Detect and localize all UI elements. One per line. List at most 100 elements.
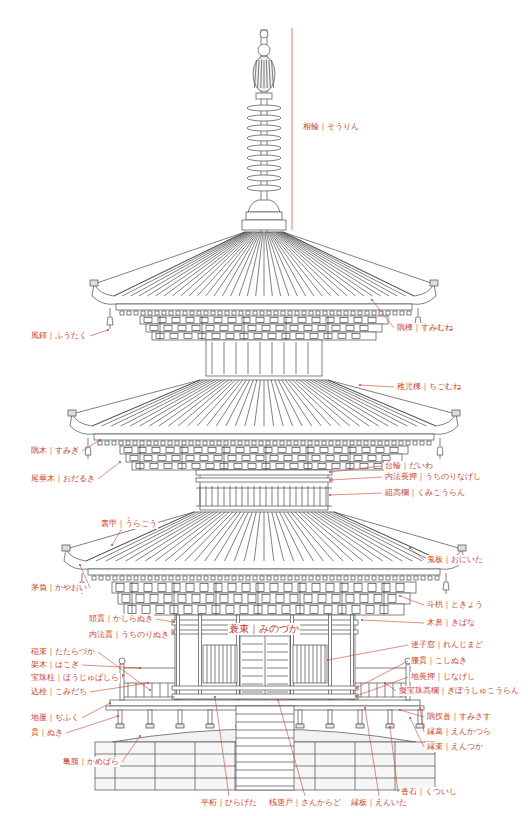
rafter-end: [183, 576, 187, 580]
rafter-end: [204, 311, 208, 315]
ridge-end: [452, 410, 460, 416]
rafter-end: [372, 576, 376, 580]
railing-baluster: [290, 486, 291, 506]
tail-rafter: [216, 582, 217, 615]
leader-line: [98, 462, 120, 479]
rafter-end: [364, 441, 368, 445]
railing-rail: [196, 488, 332, 489]
rafter-end: [365, 576, 369, 580]
bracket-block: [242, 584, 250, 592]
bracket-block: [150, 326, 158, 331]
railing-baluster: [224, 486, 225, 506]
rafter-end: [393, 311, 397, 315]
window-slat: [207, 645, 208, 683]
roof-tile-line: [155, 512, 221, 561]
rafter-end: [260, 576, 264, 580]
window-slat: [211, 645, 212, 683]
railing-bottom: [122, 697, 175, 698]
bracket-block: [200, 318, 208, 323]
rafter-end: [203, 441, 207, 445]
roof-tile-line: [277, 232, 364, 296]
stone-course: [95, 778, 435, 779]
rafter-end: [385, 441, 389, 445]
stair-step: [236, 730, 294, 731]
eave-board: [116, 304, 412, 310]
rafter-end: [315, 441, 319, 445]
tail-rafter: [308, 446, 309, 470]
rafter-end: [190, 576, 194, 580]
rafter-end: [400, 576, 404, 580]
leader-dot: [361, 619, 363, 621]
railing-baluster: [320, 486, 321, 506]
leader-dot: [419, 707, 421, 709]
leader-dot: [384, 682, 386, 684]
stair-step: [236, 770, 294, 771]
bracket-block: [390, 448, 398, 453]
leader-dot: [399, 709, 401, 711]
roof-tile-line: [164, 232, 251, 296]
footing-stone: [176, 724, 184, 728]
bell-cord: [110, 325, 111, 329]
bracket-block: [228, 584, 236, 592]
roof-tile-line: [175, 512, 229, 561]
rafter-end: [196, 441, 200, 445]
bell-cord: [82, 573, 83, 581]
rafter-end: [183, 311, 187, 315]
roof-tile-line: [268, 512, 274, 561]
rafter-end: [141, 311, 145, 315]
part-label: 桟唐戸｜さんからど: [268, 798, 342, 808]
rafter-end: [246, 311, 250, 315]
rafter-end: [316, 576, 320, 580]
door-panel: [267, 676, 288, 677]
bracket-block: [292, 448, 300, 453]
bracket-block: [142, 606, 150, 614]
rafter-end: [162, 576, 166, 580]
roof-tile-line: [254, 380, 260, 426]
roof-tile-line: [310, 380, 388, 426]
railing-baluster: [314, 486, 315, 506]
rafter-end: [127, 576, 131, 580]
rafter-end: [211, 311, 215, 315]
rafter-end: [288, 311, 292, 315]
lower-roof: [64, 512, 464, 569]
bracket-block: [362, 448, 370, 453]
veranda-post: [328, 710, 332, 724]
rafter-end: [210, 441, 214, 445]
bracket-block: [340, 318, 348, 323]
roof-tile-line: [280, 232, 389, 296]
tail-rafter: [182, 446, 183, 470]
bracket-block: [374, 595, 382, 603]
tail-rafter: [140, 446, 141, 470]
rafter-end: [92, 576, 96, 580]
roof-tile-line: [287, 512, 323, 561]
railing-baluster: [284, 486, 285, 506]
bracket-block: [382, 456, 390, 461]
bracket-block: [368, 456, 376, 461]
rafter-end: [309, 576, 313, 580]
railing-mid: [122, 683, 175, 684]
spire-band: [256, 93, 272, 99]
veranda-post: [148, 710, 152, 724]
tail-rafter: [258, 582, 259, 615]
bracket-block: [248, 464, 256, 469]
rafter-end: [336, 441, 340, 445]
footing-stone: [326, 724, 334, 728]
rafter-end: [218, 576, 222, 580]
bracket-block: [256, 584, 264, 592]
railing-baluster: [278, 486, 279, 506]
bracket-block: [130, 584, 138, 592]
rafter-end: [112, 441, 116, 445]
bracket-block: [152, 448, 160, 453]
veranda-post: [388, 710, 392, 724]
wind-bell: [85, 447, 91, 455]
stone-joint: [195, 742, 196, 790]
spire-base: [242, 220, 286, 230]
bracket-block: [194, 448, 202, 453]
part-label: 沓石｜くついし: [400, 787, 458, 797]
bracket-block: [278, 448, 286, 453]
rafter-end: [259, 441, 263, 445]
door-panel: [242, 676, 263, 677]
rafter-end: [322, 441, 326, 445]
bracket-block: [172, 584, 180, 592]
stone-joint: [235, 742, 236, 790]
